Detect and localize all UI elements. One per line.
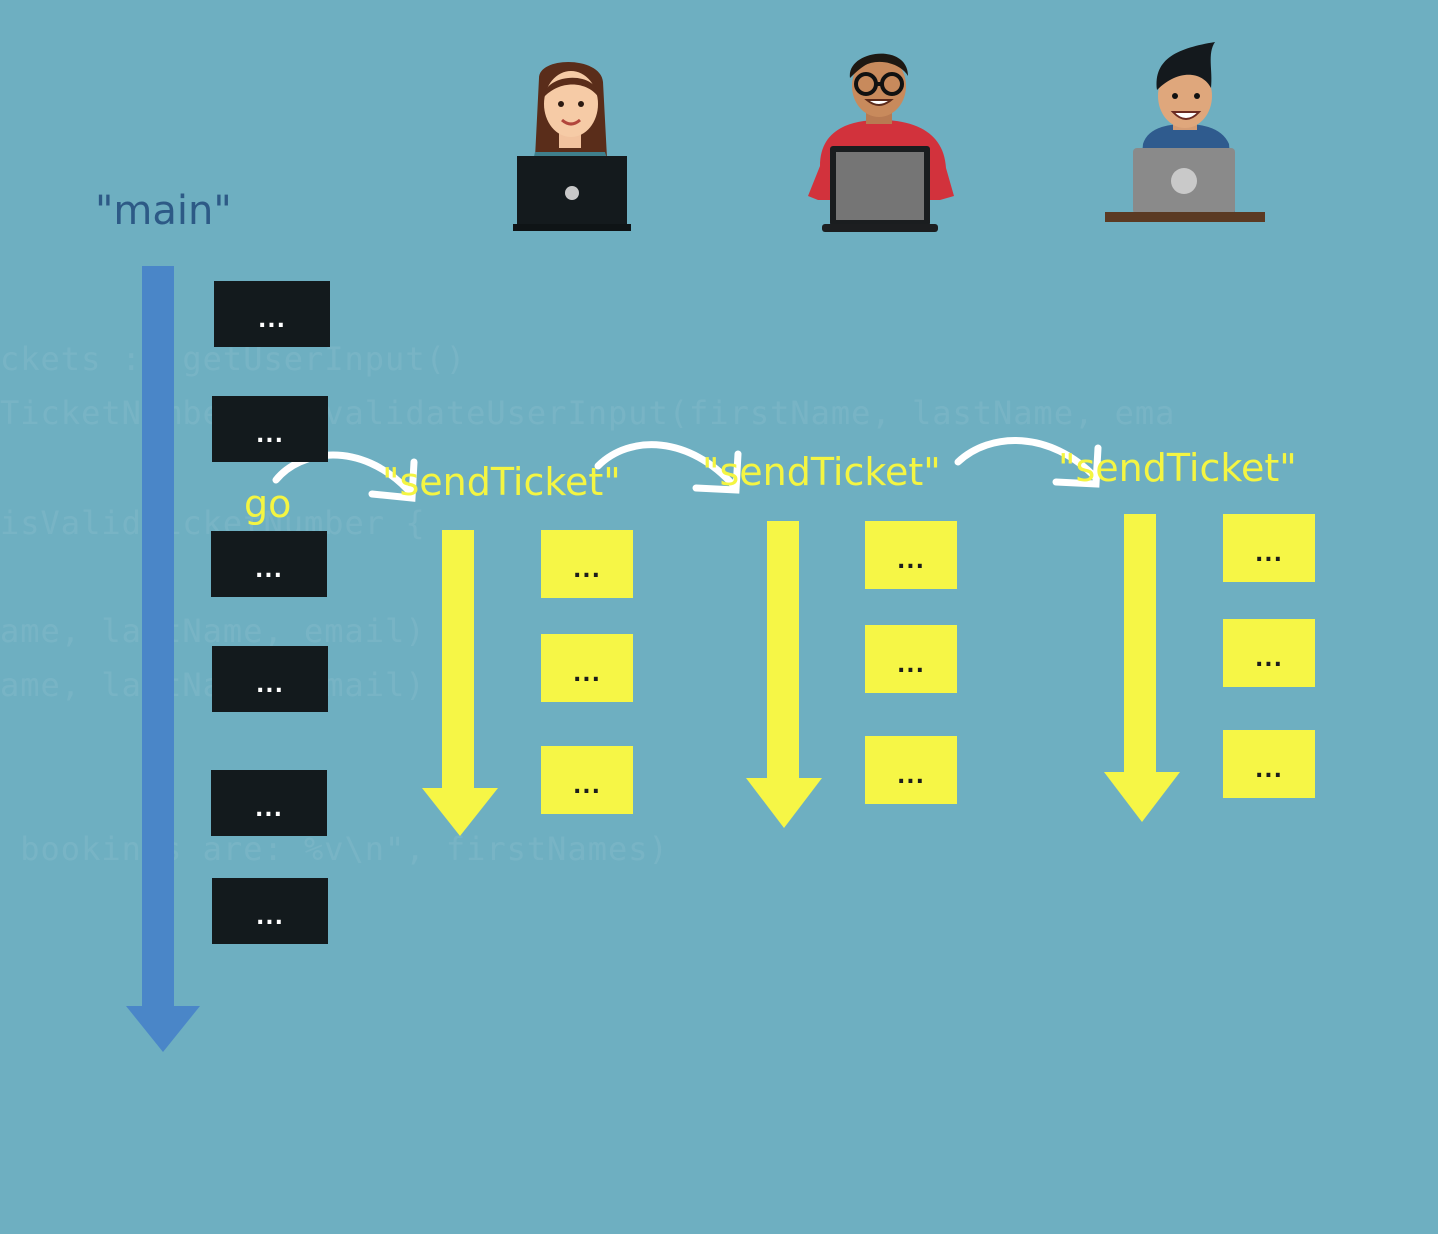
spawn-arrowhead-2 bbox=[692, 450, 742, 494]
spawn-arrowhead-1 bbox=[368, 458, 418, 502]
main-step-box: ... bbox=[212, 878, 328, 944]
spawn-arrow-2 bbox=[594, 441, 738, 490]
man-with-glasses-laptop-icon bbox=[808, 53, 954, 232]
goroutine-1-step-box: ... bbox=[541, 746, 633, 814]
main-step-box: ... bbox=[212, 396, 328, 462]
goroutine-1-step-box: ... bbox=[541, 634, 633, 702]
goroutine-arrowhead-2 bbox=[746, 778, 822, 828]
goroutine-arrow-3 bbox=[1124, 514, 1156, 776]
goroutine-2-step-box: ... bbox=[865, 736, 957, 804]
goroutine-3-step-box: ... bbox=[1223, 619, 1315, 687]
main-step-box: ... bbox=[211, 770, 327, 836]
goroutine-3-label: "sendTicket" bbox=[1058, 446, 1297, 490]
main-step-box: ... bbox=[212, 646, 328, 712]
spawn-arrowhead-3 bbox=[1052, 444, 1102, 488]
goroutine-1-label: "sendTicket" bbox=[382, 460, 621, 504]
main-step-box: ... bbox=[211, 531, 327, 597]
go-keyword-label: go bbox=[244, 482, 292, 526]
background-code-line: ame, lastName, email) bbox=[0, 612, 426, 650]
goroutine-3-step-box: ... bbox=[1223, 730, 1315, 798]
man-with-laptop-icon bbox=[1105, 42, 1265, 222]
goroutine-arrow-2 bbox=[767, 521, 799, 783]
goroutine-1-step-box: ... bbox=[541, 530, 633, 598]
woman-with-laptop-icon bbox=[513, 61, 631, 231]
spawn-arrow-1 bbox=[272, 451, 412, 494]
goroutine-2-step-box: ... bbox=[865, 625, 957, 693]
goroutine-arrowhead-3 bbox=[1104, 772, 1180, 822]
goroutine-3-step-box: ... bbox=[1223, 514, 1315, 582]
main-step-box: ... bbox=[214, 281, 330, 347]
main-thread-label: "main" bbox=[95, 188, 232, 234]
goroutine-arrowhead-1 bbox=[422, 788, 498, 836]
goroutine-2-step-box: ... bbox=[865, 521, 957, 589]
spawn-arrow-3 bbox=[954, 437, 1100, 482]
goroutine-2-label: "sendTicket" bbox=[702, 450, 941, 494]
goroutine-arrow-1 bbox=[442, 530, 474, 792]
